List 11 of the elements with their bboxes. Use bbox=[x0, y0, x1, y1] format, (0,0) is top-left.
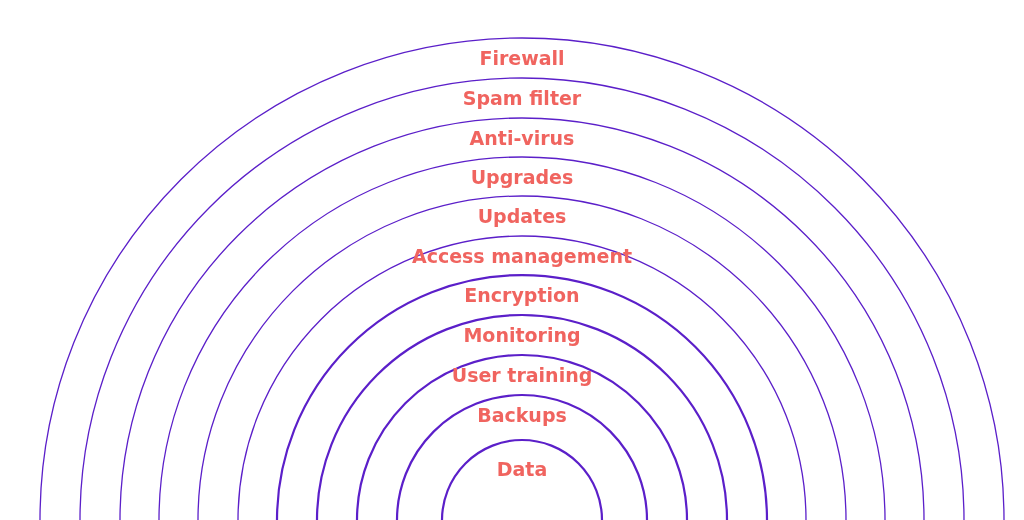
layer-label: Updates bbox=[477, 205, 567, 227]
layer-label: Access management bbox=[411, 245, 633, 267]
layer-label: Backups bbox=[477, 404, 567, 426]
layer-label: Encryption bbox=[464, 284, 580, 306]
layer-label: User training bbox=[451, 364, 593, 386]
layer-label: Data bbox=[496, 458, 548, 480]
layer-label: Spam filter bbox=[462, 87, 582, 109]
layer-label: Anti-virus bbox=[469, 127, 575, 149]
layer-label: Upgrades bbox=[470, 166, 574, 188]
layer-label: Monitoring bbox=[463, 324, 581, 346]
layer-label: Firewall bbox=[479, 47, 565, 69]
